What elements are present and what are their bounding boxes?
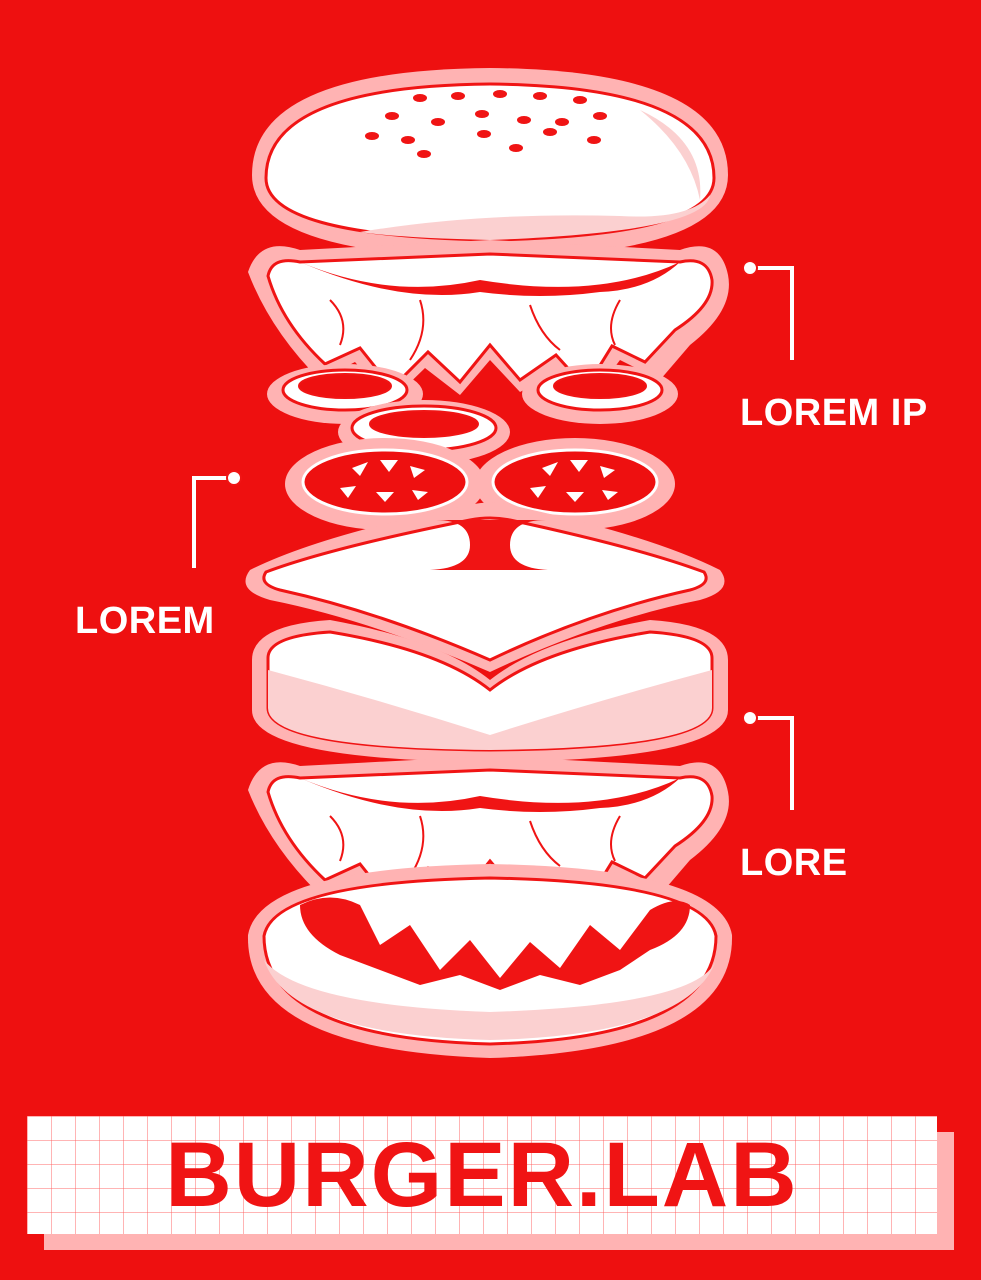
- patty-icon: [252, 620, 728, 762]
- cheese-slice-icon: [245, 502, 725, 672]
- tomato-slice-icon: [285, 438, 675, 530]
- callout-line-top-right: [752, 266, 794, 360]
- callout-line-bottom-right: [752, 716, 794, 810]
- burger-bottom-bun-icon: [247, 864, 733, 1058]
- lettuce-icon: [248, 240, 729, 402]
- callout-dot-bottom-right: [742, 710, 758, 726]
- callout-dot-left: [226, 470, 242, 486]
- label-bottom-right: LORE: [740, 842, 848, 884]
- burger-top-bun-icon: [252, 68, 728, 258]
- brand-title: BURGER.LAB: [165, 1124, 799, 1226]
- onion-ring-icon: [267, 364, 678, 464]
- label-top-right: LOREM IP: [740, 392, 928, 434]
- callout-line-left: [192, 476, 232, 568]
- label-left: LOREM: [75, 600, 215, 642]
- callout-dot-top-right: [742, 260, 758, 276]
- brand-banner: BURGER.LAB: [27, 1116, 937, 1234]
